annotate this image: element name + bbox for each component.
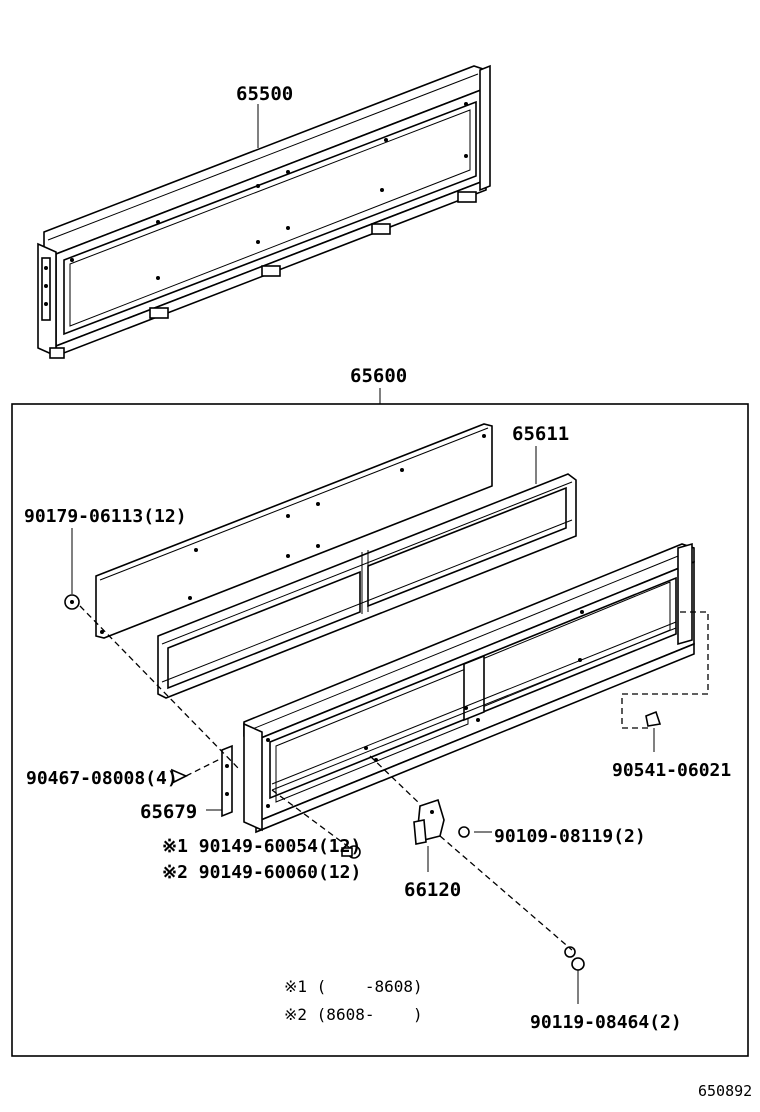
dashed-line-90467	[185, 757, 223, 777]
label-90541: 90541-06021	[612, 760, 731, 781]
label-65500: 65500	[236, 83, 293, 105]
note-2: ※2 (8608- )	[284, 1005, 423, 1024]
bolt-90119	[564, 946, 585, 971]
label-90179: 90179-06113(12)	[24, 506, 187, 527]
label-90119: 90119-08464(2)	[530, 1012, 682, 1033]
board-outer	[95, 423, 493, 639]
label-66120: 66120	[404, 879, 461, 901]
dashed-line-90119	[439, 835, 573, 951]
nut-90467	[170, 768, 188, 784]
label-65600: 65600	[350, 365, 407, 387]
bolt-90109	[458, 826, 470, 838]
channel-65611	[157, 473, 577, 699]
label-90149-2: ※2 90149-60060(12)	[162, 862, 361, 883]
dashed-line-90149	[271, 789, 351, 849]
dashed-line-66120	[369, 755, 421, 805]
clip-90541	[645, 710, 662, 727]
bolt-90179	[64, 594, 80, 610]
note-1: ※1 ( -8608)	[284, 977, 423, 996]
label-90149-1: ※1 90149-60054(12)	[162, 836, 361, 857]
frame-assembly	[243, 542, 695, 834]
diagram-reference: 650892	[698, 1082, 752, 1100]
label-90109: 90109-08119(2)	[494, 826, 646, 847]
label-90467: 90467-08008(4)	[26, 768, 178, 789]
panel-65500	[37, 64, 491, 359]
label-65679: 65679	[140, 801, 197, 823]
bolt-90149	[341, 845, 361, 859]
label-65611: 65611	[512, 423, 569, 445]
dashed-line-90179	[79, 605, 241, 771]
dashed-line-90541	[621, 611, 709, 729]
latch-66120	[413, 798, 445, 845]
bracket-65679	[221, 744, 233, 818]
group-frame-65600	[11, 403, 749, 1057]
